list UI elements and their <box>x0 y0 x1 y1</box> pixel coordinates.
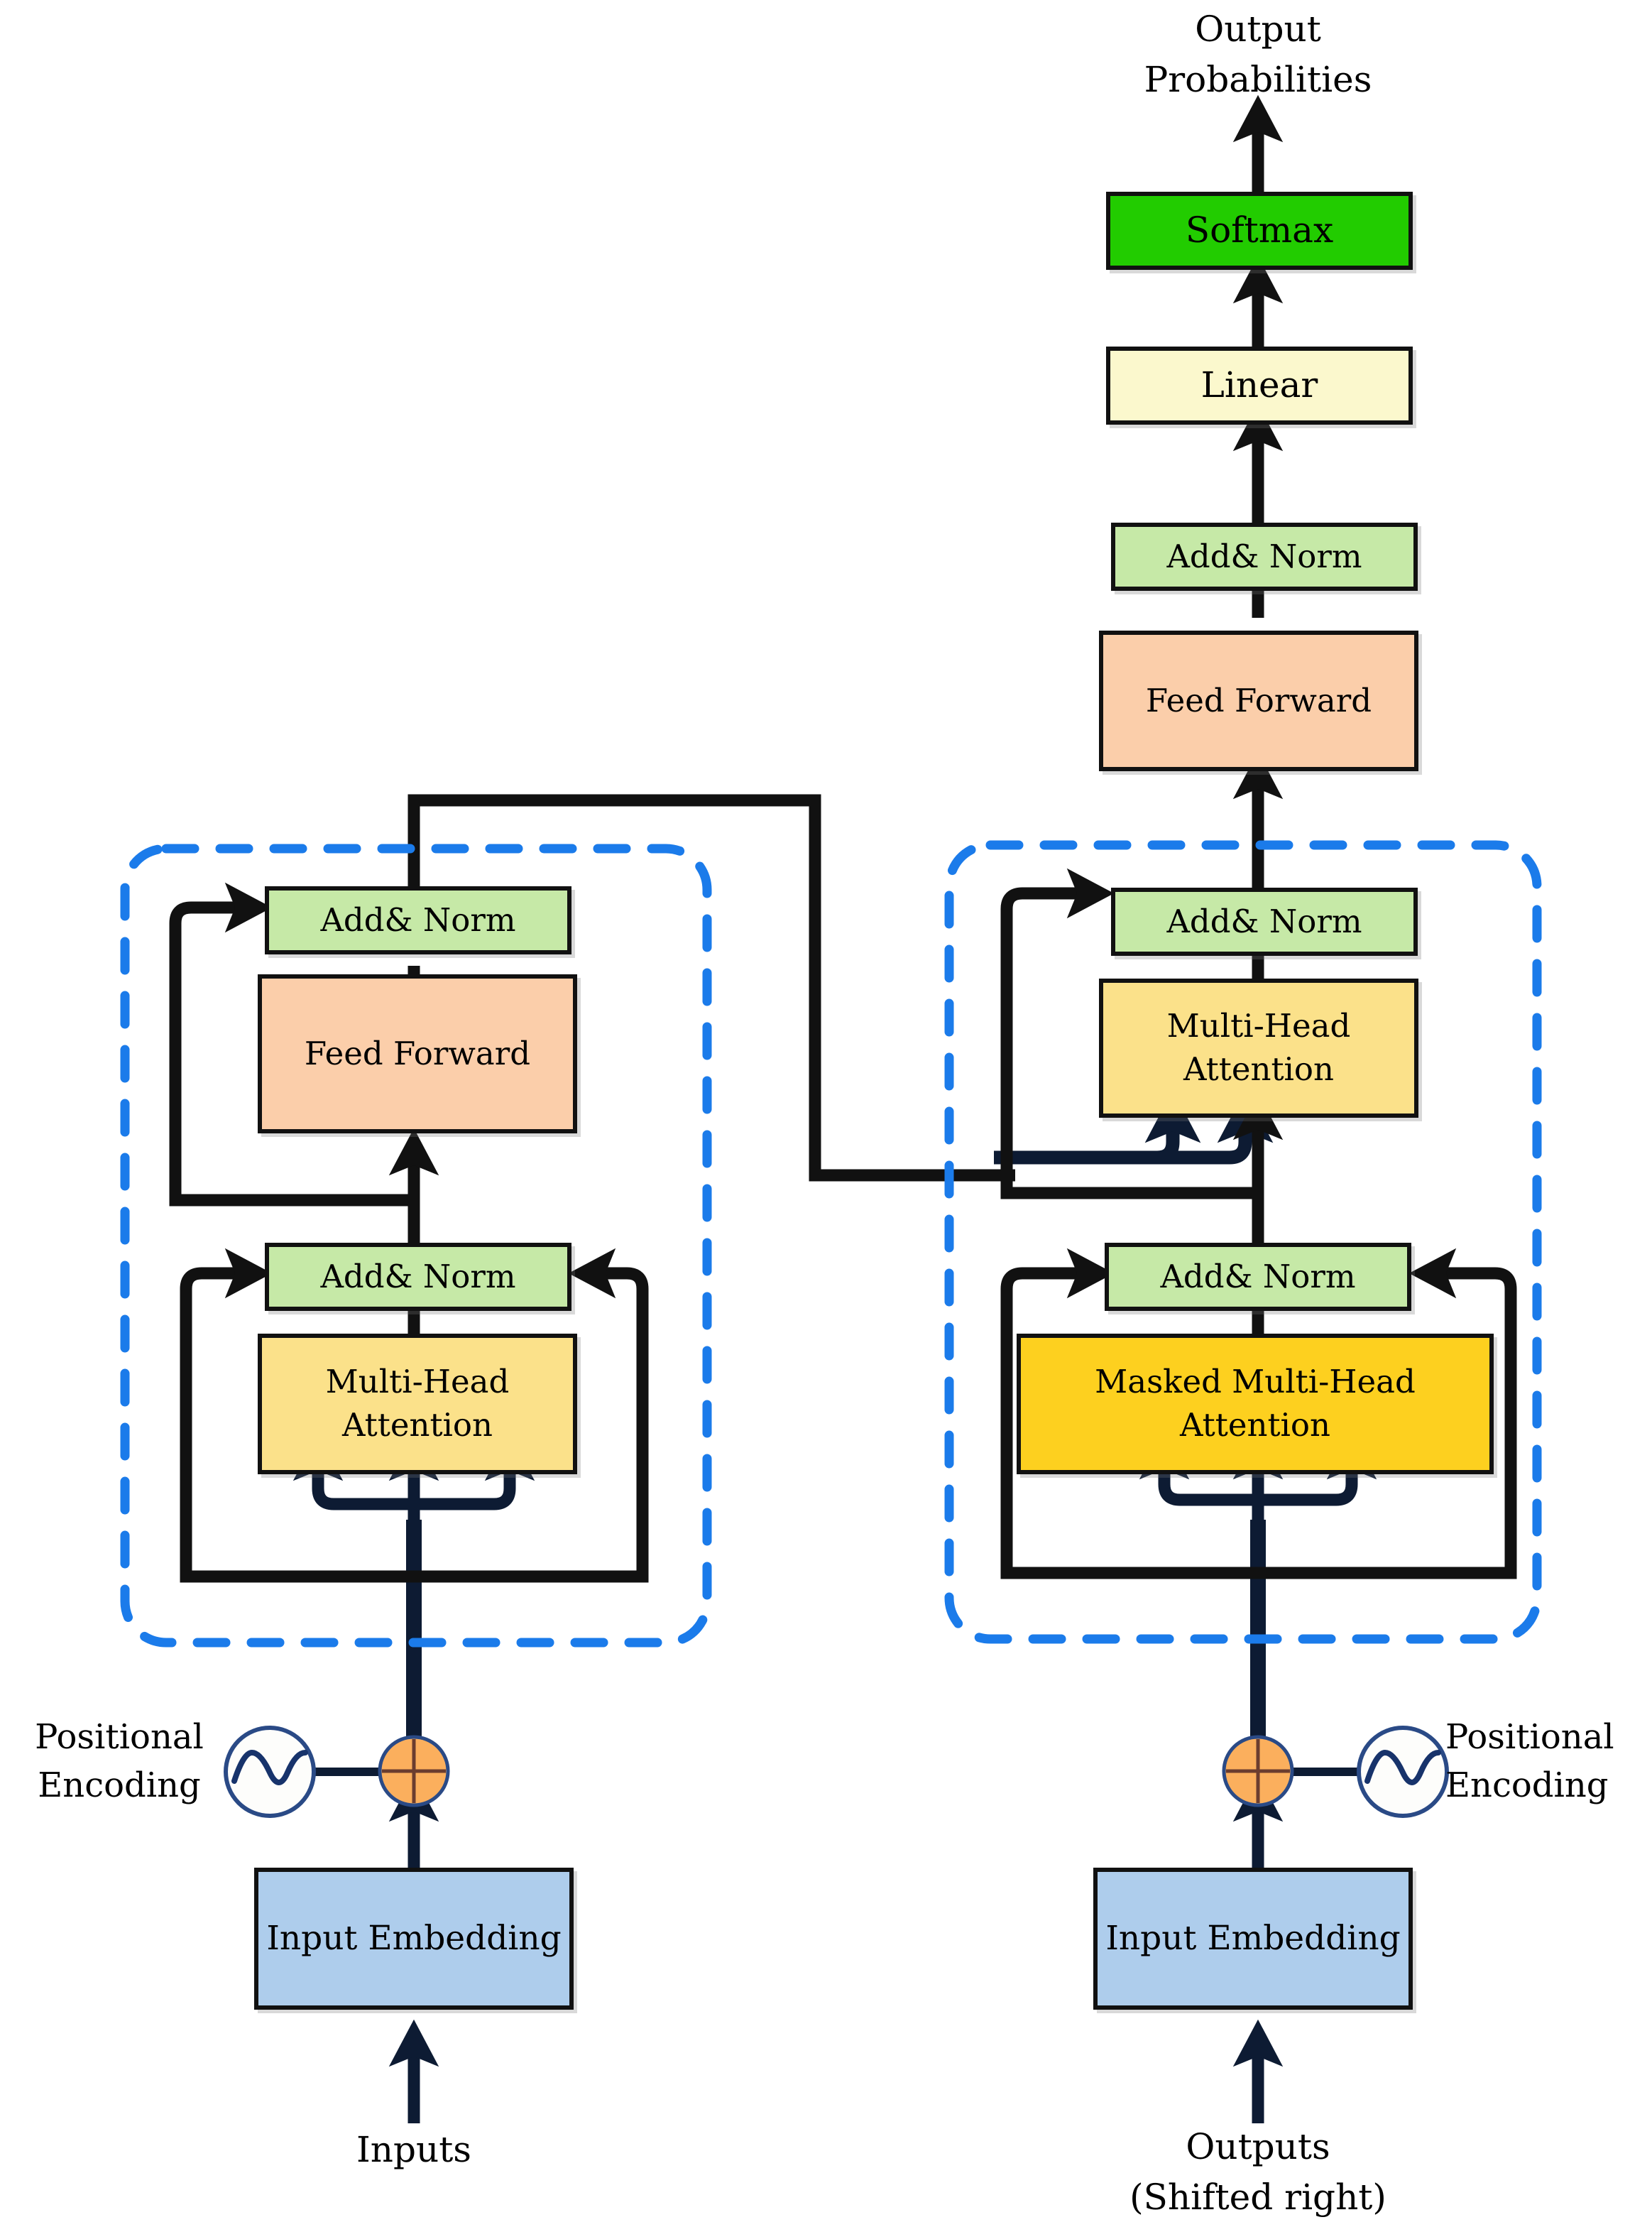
residual-decoder-masked-right <box>1258 1248 1517 1579</box>
encoder-output-bus <box>407 794 1015 1182</box>
decoder-feed-forward-label: Feed Forward <box>1145 681 1372 719</box>
positional-sum-right <box>1222 1735 1294 1807</box>
decoder-input-embedding-box[interactable]: Input Embedding <box>1093 1868 1413 2010</box>
outputs-label: Outputs (Shifted right) <box>1129 2126 1386 2218</box>
encoder-multi-head-attention-box[interactable]: Multi-Head Attention <box>258 1334 577 1474</box>
encoder-add-norm-top-label: Add& Norm <box>320 900 516 939</box>
arrow-q-input-encoder <box>292 1433 414 1510</box>
decoder-add-norm-top-label: Add& Norm <box>1166 537 1362 575</box>
positional-sum-left <box>378 1735 450 1807</box>
softmax-box[interactable]: Softmax <box>1106 192 1413 270</box>
linear-box[interactable]: Linear <box>1106 347 1413 425</box>
encoder-add-norm-top-box[interactable]: Add& Norm <box>265 886 571 954</box>
residual-encoder-attn-left <box>180 1248 414 1583</box>
residual-encoder-attn-right <box>414 1248 649 1583</box>
linear-label: Linear <box>1200 364 1318 406</box>
encoder-input-embedding-box[interactable]: Input Embedding <box>254 1868 574 2010</box>
arrow-encoder-memory-v <box>994 1090 1274 1165</box>
decoder-input-embedding-label: Input Embedding <box>1105 1919 1401 1959</box>
decoder-feed-forward-box[interactable]: Feed Forward <box>1099 631 1418 771</box>
positional-encoding-right-label: Positional Encoding <box>1445 1717 1614 1806</box>
softmax-label: Softmax <box>1185 209 1334 251</box>
decoder-multi-head-attention-label: Multi-Head Attention <box>1166 1007 1351 1088</box>
positional-encoding-left-label: Positional Encoding <box>35 1717 204 1806</box>
output-probabilities-label: Output Probabilities <box>1144 9 1372 100</box>
inputs-label: Inputs <box>356 2129 471 2170</box>
masked-multi-head-attention-label: Masked Multi-Head Attention <box>1095 1363 1416 1444</box>
residual-decoder-cross <box>1000 868 1258 1199</box>
decoder-add-norm-bottom-label: Add& Norm <box>1160 1257 1356 1295</box>
residual-decoder-masked-left <box>1000 1248 1258 1579</box>
decoder-add-norm-mid-label: Add& Norm <box>1166 902 1362 940</box>
encoder-add-norm-bottom-label: Add& Norm <box>320 1257 516 1295</box>
encoder-group-outline <box>120 844 712 1648</box>
encoder-feed-forward-label: Feed Forward <box>304 1034 531 1072</box>
decoder-group-outline <box>944 840 1542 1644</box>
encoder-add-norm-bottom-box[interactable]: Add& Norm <box>265 1243 571 1311</box>
decoder-add-norm-bottom-box[interactable]: Add& Norm <box>1105 1243 1411 1311</box>
encoder-feed-forward-box[interactable]: Feed Forward <box>258 974 577 1133</box>
encoder-input-embedding-label: Input Embedding <box>266 1919 562 1959</box>
sine-circle-left <box>224 1726 316 1818</box>
arrow-q-input-decoder <box>1139 1432 1258 1506</box>
arrow-k-input-encoder <box>414 1433 535 1510</box>
decoder-add-norm-top-box[interactable]: Add& Norm <box>1111 523 1418 591</box>
decoder-add-norm-mid-box[interactable]: Add& Norm <box>1111 888 1418 956</box>
decoder-multi-head-attention-box[interactable]: Multi-Head Attention <box>1099 979 1418 1118</box>
residual-encoder-ff <box>169 882 414 1207</box>
encoder-multi-head-attention-label: Multi-Head Attention <box>325 1363 510 1444</box>
arrow-k-input-decoder <box>1258 1432 1377 1506</box>
masked-multi-head-attention-box[interactable]: Masked Multi-Head Attention <box>1017 1334 1494 1474</box>
sine-circle-right <box>1357 1726 1449 1818</box>
